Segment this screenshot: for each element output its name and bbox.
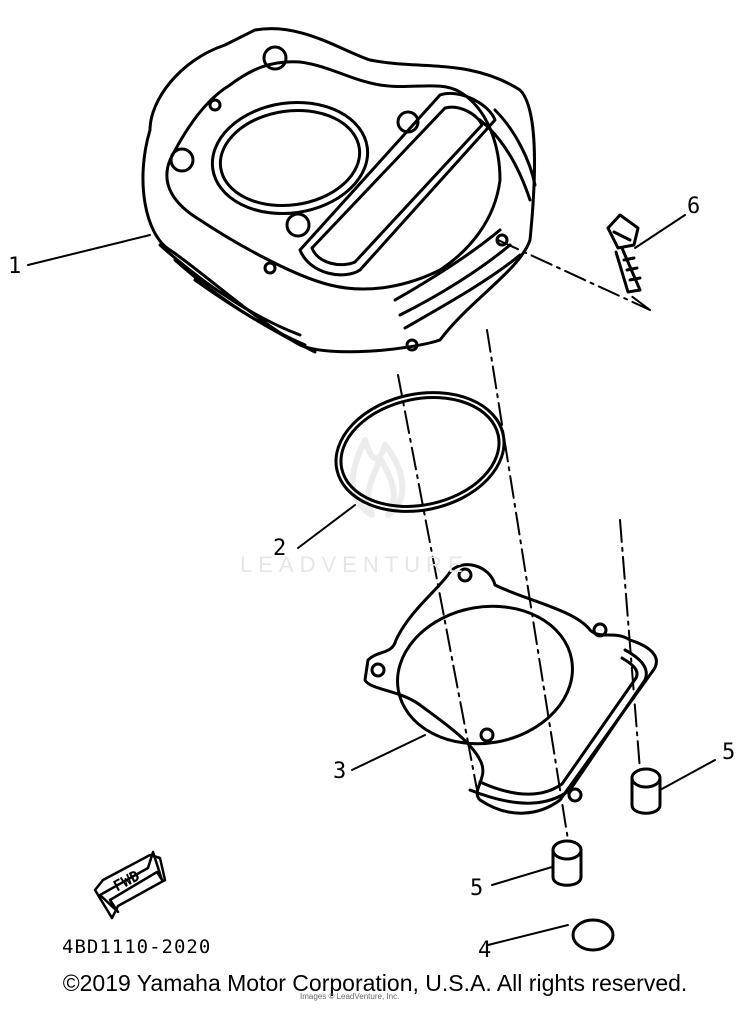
callout-6: 6 xyxy=(687,194,701,219)
dowel-pin-right xyxy=(630,767,662,815)
callout-1: 1 xyxy=(8,254,22,279)
copyright-notice: ©2019 Yamaha Motor Corporation, U.S.A. A… xyxy=(62,970,688,996)
fwd-arrow xyxy=(93,850,167,920)
watermark-text: LEADVENTURE xyxy=(240,552,469,577)
watermark-logo xyxy=(349,437,406,518)
callout-3: 3 xyxy=(333,759,347,784)
bolt xyxy=(606,213,642,294)
image-credit: Images © LeadVenture, Inc. xyxy=(300,992,400,1001)
o-ring xyxy=(334,391,506,513)
part-code: 4BD1110-2020 xyxy=(62,936,212,958)
plug xyxy=(571,918,615,952)
dowel-pin-left xyxy=(551,839,583,887)
callout-4: 4 xyxy=(478,938,492,963)
leader-lines xyxy=(27,214,716,946)
callout-5-left: 5 xyxy=(470,876,484,901)
callout-2: 2 xyxy=(273,536,287,561)
cylinder-gasket xyxy=(363,563,658,815)
callout-5-right: 5 xyxy=(722,740,736,765)
cylinder xyxy=(141,27,537,354)
assembly-lines xyxy=(397,239,651,841)
